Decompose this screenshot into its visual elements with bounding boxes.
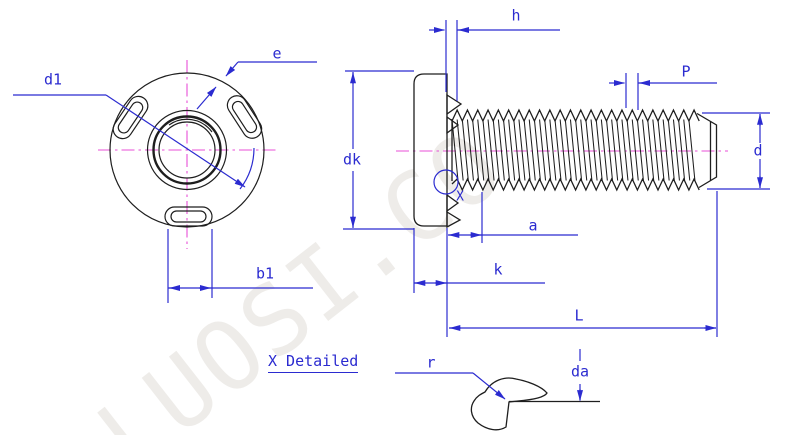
label-b1: b1 <box>255 264 275 283</box>
label-e: e <box>272 44 282 63</box>
head-front-view-geometry <box>109 72 265 228</box>
label-da: da <box>570 362 590 381</box>
label-h: h <box>511 6 521 25</box>
detail-x-circle <box>433 169 459 195</box>
label-r: r <box>426 353 436 372</box>
label-a: a <box>528 216 538 235</box>
dimension-lines <box>13 20 770 402</box>
detail-view-geometry <box>470 377 600 431</box>
centerlines <box>98 60 728 249</box>
detail-view-title: X Detailed <box>268 354 359 373</box>
label-l: L <box>574 306 584 325</box>
label-d: d <box>753 141 763 160</box>
label-k: k <box>493 260 503 279</box>
label-x-marker: X <box>456 189 464 205</box>
label-d1: d1 <box>43 70 63 89</box>
label-dk: dk <box>342 150 362 169</box>
label-p: P <box>681 62 691 81</box>
side-view-geometry <box>413 73 718 229</box>
